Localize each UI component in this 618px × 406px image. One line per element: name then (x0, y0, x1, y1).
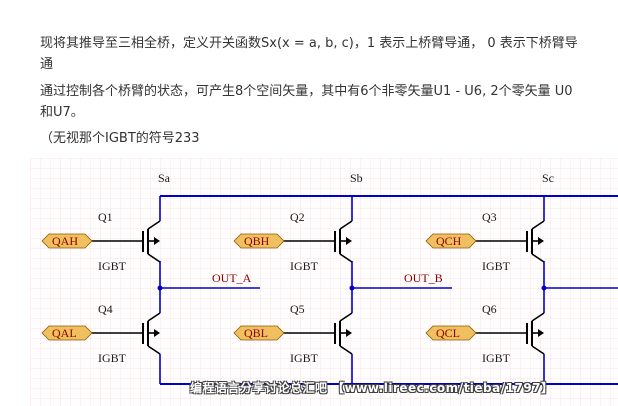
upper-igbt-emitter-1 (147, 253, 161, 263)
lower-gate-port-3 (425, 325, 477, 341)
lower-igbt-arrow-1 (154, 329, 160, 337)
paragraph-line-1-wrap: 通 (40, 57, 54, 72)
bus-label-2: Sb (350, 171, 363, 185)
paragraph-line-3: （无视那个IGBT的符号233 (40, 131, 200, 146)
lower-igbt-emitter-2 (339, 345, 353, 355)
paragraph-line-1: 现将其推导至三相全桥，定义开关函数Sx(x = a, b, c)，1 表示上桥臂… (40, 36, 578, 51)
lower-ref-label-1: Q4 (98, 302, 113, 316)
lower-gate-port-2 (233, 325, 285, 341)
lower-gate-port-label-1: QAL (52, 326, 77, 340)
lower-igbt-emitter-1 (147, 345, 161, 355)
lower-igbt-arrow-3 (538, 329, 544, 337)
output-net-label-1: OUT_A (212, 271, 252, 285)
lower-igbt-arrow-2 (346, 329, 352, 337)
upper-igbt-emitter-2 (339, 253, 353, 263)
upper-gate-port-label-3: QCH (436, 234, 462, 248)
upper-igbt-collector-1 (147, 220, 161, 230)
upper-gate-port-1 (41, 233, 93, 249)
upper-igbt-arrow-3 (538, 237, 544, 245)
lower-igbt-collector-1 (147, 312, 161, 322)
lower-igbt-emitter-3 (531, 345, 545, 355)
upper-gate-port-2 (233, 233, 285, 249)
output-net-label-2: OUT_B (404, 271, 443, 285)
lower-type-label-3: IGBT (482, 351, 511, 365)
upper-igbt-arrow-1 (154, 237, 160, 245)
upper-igbt-emitter-3 (531, 253, 545, 263)
lower-ref-label-2: Q5 (290, 302, 305, 316)
lower-ref-label-3: Q6 (482, 302, 497, 316)
lower-igbt-collector-3 (531, 312, 545, 322)
upper-ref-label-3: Q3 (482, 210, 497, 224)
upper-gate-port-3 (425, 233, 477, 249)
upper-igbt-collector-2 (339, 220, 353, 230)
lower-type-label-1: IGBT (98, 351, 127, 365)
paragraph-line-2: 通过控制各个桥臂的状态，可产生8个空间矢量，其中有6个非零矢量U1 - U6, … (40, 84, 573, 99)
upper-ref-label-2: Q2 (290, 210, 305, 224)
inverter-schematic: SaOUT_AQAHQ1IGBTQALQ4IGBTSbOUT_BQBHQ2IGB… (30, 158, 618, 406)
lower-gate-port-label-2: QBL (244, 326, 268, 340)
upper-type-label-2: IGBT (290, 259, 319, 273)
lower-igbt-collector-2 (339, 312, 353, 322)
upper-type-label-1: IGBT (98, 259, 127, 273)
upper-igbt-collector-3 (531, 220, 545, 230)
upper-gate-port-label-1: QAH (52, 234, 78, 248)
paragraph-line-2-wrap: 和U7。 (40, 105, 84, 120)
bus-label-1: Sa (158, 171, 171, 185)
lower-type-label-2: IGBT (290, 351, 319, 365)
upper-ref-label-1: Q1 (98, 210, 113, 224)
lower-gate-port-1 (41, 325, 93, 341)
lower-gate-port-label-3: QCL (436, 326, 460, 340)
upper-type-label-3: IGBT (482, 259, 511, 273)
watermark: 编程语言分享讨论总汇吧 【www.lireec.com/tieba/1797】 (190, 381, 554, 395)
upper-gate-port-label-2: QBH (244, 234, 270, 248)
bus-label-3: Sc (542, 171, 554, 185)
upper-igbt-arrow-2 (346, 237, 352, 245)
